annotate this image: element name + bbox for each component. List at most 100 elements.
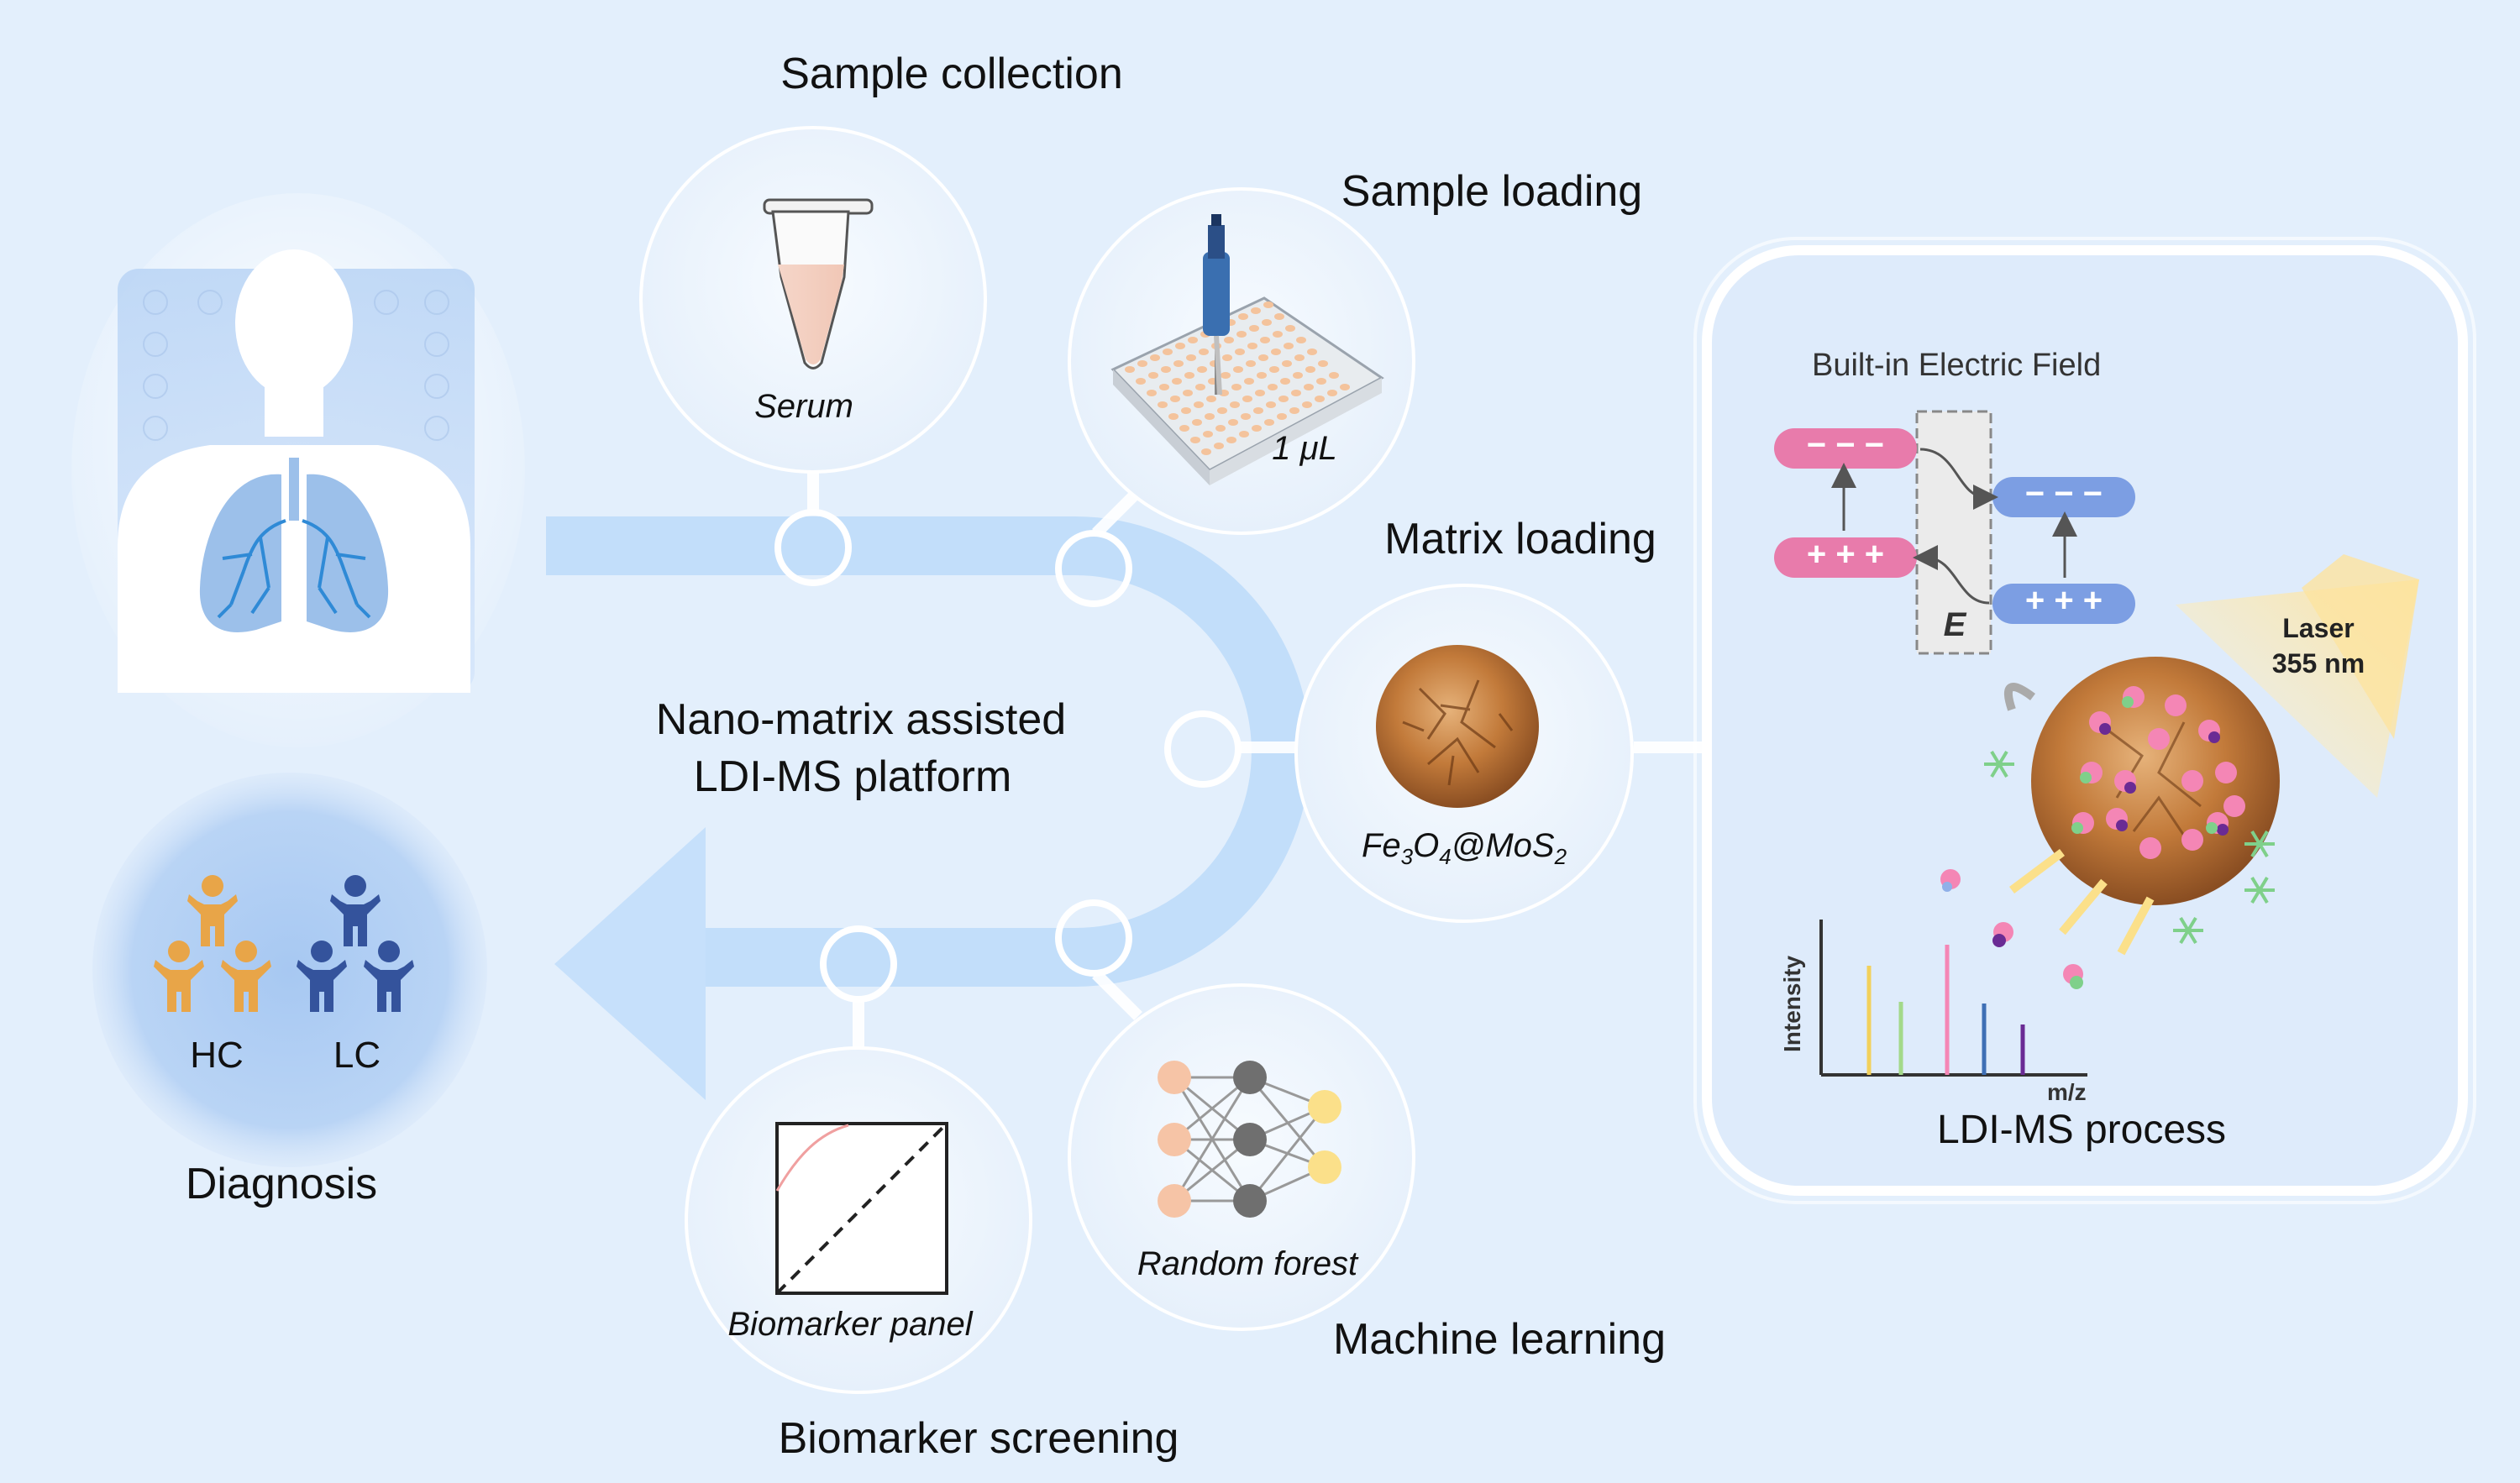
- well: [1304, 384, 1314, 390]
- step-title-machine-learning: Machine learning: [1332, 1315, 1667, 1364]
- charge-label-p-negative: − − −: [1806, 427, 1885, 464]
- diagnosis-circle: [92, 773, 487, 1167]
- well: [1277, 413, 1287, 420]
- analyte-dot: [2181, 829, 2203, 851]
- well: [1293, 372, 1303, 379]
- spectrum-y-axis-label: Intensity: [1779, 955, 1805, 1052]
- well: [1246, 360, 1256, 367]
- diagnosis-title: Diagnosis: [185, 1160, 378, 1208]
- well: [1315, 396, 1325, 402]
- well: [1294, 354, 1305, 361]
- well: [1228, 419, 1238, 426]
- nn-output-node: [1308, 1150, 1341, 1184]
- laser-beam: [2176, 554, 2419, 798]
- nn-input-node: [1158, 1184, 1191, 1218]
- well: [1236, 331, 1247, 338]
- well: [1327, 390, 1337, 396]
- platform-title-line2: LDI-MS platform: [693, 752, 1012, 801]
- well: [1222, 354, 1232, 361]
- well: [1241, 413, 1251, 420]
- platform-title-line1: Nano-matrix assisted: [655, 695, 1067, 744]
- n-band-positive: [1992, 584, 2135, 624]
- well: [1184, 372, 1194, 379]
- well: [1163, 348, 1173, 355]
- analyte-dot: [2165, 694, 2187, 716]
- nn-input-node: [1158, 1061, 1191, 1094]
- well: [1173, 360, 1184, 367]
- group-label-hc: HC: [190, 1035, 244, 1076]
- step-circle-machine-learning: [1068, 983, 1415, 1331]
- well: [1199, 348, 1209, 355]
- well: [1244, 378, 1254, 385]
- analyte-dot: [2080, 772, 2092, 783]
- well: [1284, 343, 1294, 349]
- well: [1251, 307, 1261, 314]
- well: [1233, 366, 1243, 373]
- mass-spectrum: [1819, 920, 2087, 1077]
- charge-label-n-positive: + + +: [2024, 582, 2103, 619]
- well: [1285, 325, 1295, 332]
- nn-output-node: [1308, 1090, 1341, 1124]
- matrix-fragment: [2244, 876, 2275, 904]
- well: [1172, 378, 1182, 385]
- well: [1242, 396, 1252, 402]
- well: [1170, 396, 1180, 402]
- nn-edge: [1248, 1106, 1326, 1202]
- analyte-dot: [2215, 762, 2237, 783]
- person-icon: [154, 941, 204, 1012]
- analyte-dot: [2124, 782, 2136, 794]
- nn-hidden-node: [1233, 1123, 1267, 1156]
- well: [1318, 360, 1328, 367]
- well: [1329, 372, 1339, 379]
- well: [1190, 437, 1200, 443]
- ion: [2070, 976, 2083, 989]
- well: [1239, 431, 1249, 438]
- well: [1179, 425, 1189, 432]
- analyte-dot: [2148, 728, 2170, 750]
- hc-group-icons: [154, 875, 271, 1012]
- laser-wavelength: 355 nm: [2271, 648, 2365, 679]
- well: [1307, 348, 1317, 355]
- well: [1282, 360, 1292, 367]
- matrix-fragment: [2173, 916, 2203, 945]
- nn-hidden-node: [1233, 1184, 1267, 1218]
- analyte-dot: [2139, 837, 2161, 859]
- step-caption-biomarker-panel: Biomarker panel: [727, 1306, 973, 1343]
- well: [1136, 378, 1146, 385]
- p-band-negative: [1774, 428, 1917, 469]
- well: [1214, 443, 1224, 449]
- well: [1226, 437, 1236, 443]
- tube-icon: [763, 198, 874, 369]
- charge-label-p-positive: + + +: [1806, 536, 1885, 573]
- well: [1230, 401, 1240, 408]
- well: [1125, 366, 1135, 373]
- well: [1257, 372, 1267, 379]
- analyte-dot: [2116, 820, 2128, 831]
- well: [1289, 407, 1299, 414]
- well: [1247, 343, 1257, 349]
- well: [1296, 337, 1306, 343]
- well: [1158, 401, 1168, 408]
- step-title-matrix-loading: Matrix loading: [1384, 515, 1656, 563]
- well: [1249, 325, 1259, 332]
- well: [1150, 354, 1160, 361]
- ion-trajectory: [2059, 878, 2108, 935]
- field-symbol-e: E: [1943, 606, 1966, 643]
- human-figure: [71, 193, 525, 747]
- well: [1302, 401, 1312, 408]
- person-icon: [221, 941, 271, 1012]
- well: [1260, 337, 1270, 343]
- ion-trajectory: [2009, 849, 2065, 893]
- nn-hidden-node: [1233, 1061, 1267, 1094]
- well: [1168, 413, 1179, 420]
- well: [1262, 319, 1272, 326]
- ldi-ms-title: LDI-MS process: [1936, 1108, 2227, 1152]
- well: [1305, 366, 1315, 373]
- analyte-dot: [2071, 822, 2083, 834]
- person-icon: [330, 875, 381, 946]
- ion: [1942, 882, 1952, 892]
- step-caption-matrix-formula: Fe3O4@MoS2: [1361, 827, 1567, 869]
- well: [1274, 313, 1284, 320]
- well: [1159, 384, 1169, 390]
